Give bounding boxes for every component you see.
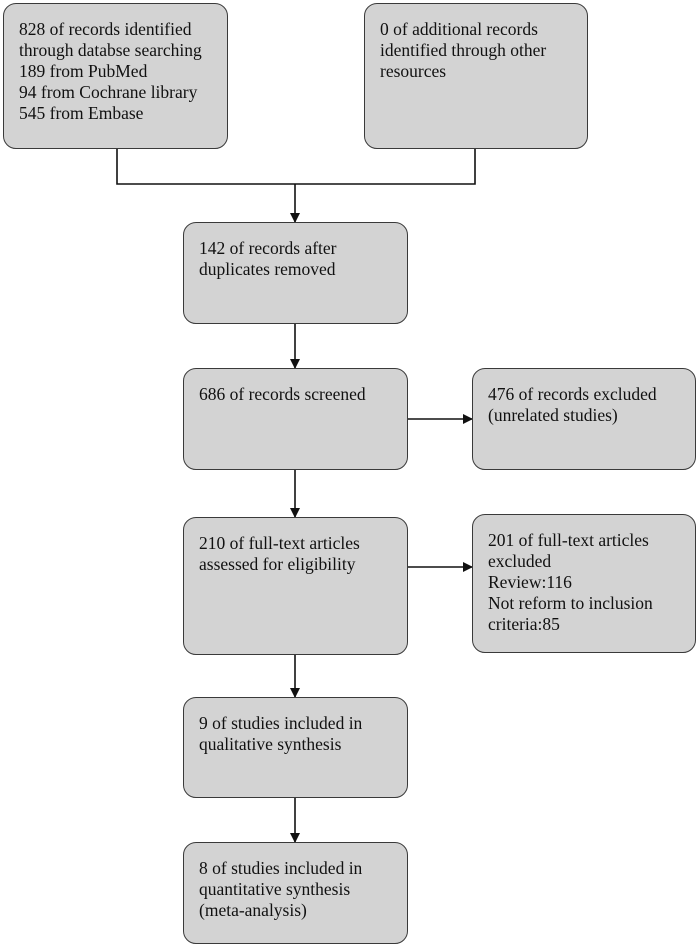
- qualitative-synthesis-box: 9 of studies included in qualitative syn…: [183, 697, 408, 798]
- screened-box: 686 of records screened: [183, 368, 408, 470]
- box-line: 828 of records identified: [19, 19, 192, 39]
- box-line: Not reform to inclusion: [488, 593, 653, 613]
- box-line: 545 from Embase: [19, 103, 144, 123]
- box-line: 476 of records excluded: [488, 384, 657, 404]
- box-line: 0 of additional records: [380, 19, 538, 39]
- box-line: 94 from Cochrane library: [19, 82, 198, 102]
- box-line: 201 of full-text articles: [488, 530, 649, 550]
- box-line: (unrelated studies): [488, 405, 618, 425]
- box-line: excluded: [488, 551, 552, 571]
- box-line: resources: [380, 61, 447, 81]
- excluded-records-box: 476 of records excluded (unrelated studi…: [472, 368, 696, 470]
- box-line: 8 of studies included in: [199, 858, 363, 878]
- full-text-excluded-box: 201 of full-text articles excluded Revie…: [472, 514, 696, 653]
- box-line: assessed for eligibility: [199, 554, 356, 574]
- identified-other-box: 0 of additional records identified throu…: [364, 3, 588, 149]
- after-duplicates-box: 142 of records after duplicates removed: [183, 222, 408, 324]
- box-line: Review:116: [488, 572, 572, 592]
- box-line: 210 of full-text articles: [199, 533, 360, 553]
- box-line: qualitative synthesis: [199, 734, 342, 754]
- full-text-assessed-box: 210 of full-text articles assessed for e…: [183, 517, 408, 655]
- identified-database-box: 828 of records identified through databs…: [3, 3, 228, 149]
- box-line: (meta-analysis): [199, 900, 307, 920]
- box-line: through databse searching: [19, 40, 202, 60]
- box-line: 686 of records screened: [199, 384, 366, 404]
- box-line: 9 of studies included in: [199, 713, 363, 733]
- box-line: criteria:85: [488, 614, 560, 634]
- quantitative-synthesis-box: 8 of studies included in quantitative sy…: [183, 842, 408, 944]
- box-line: identified through other: [380, 40, 547, 60]
- box-line: quantitative synthesis: [199, 879, 351, 899]
- box-line: 142 of records after: [199, 238, 337, 258]
- box-line: duplicates removed: [199, 259, 336, 279]
- box-line: 189 from PubMed: [19, 61, 148, 81]
- merge-connector: [116, 149, 476, 185]
